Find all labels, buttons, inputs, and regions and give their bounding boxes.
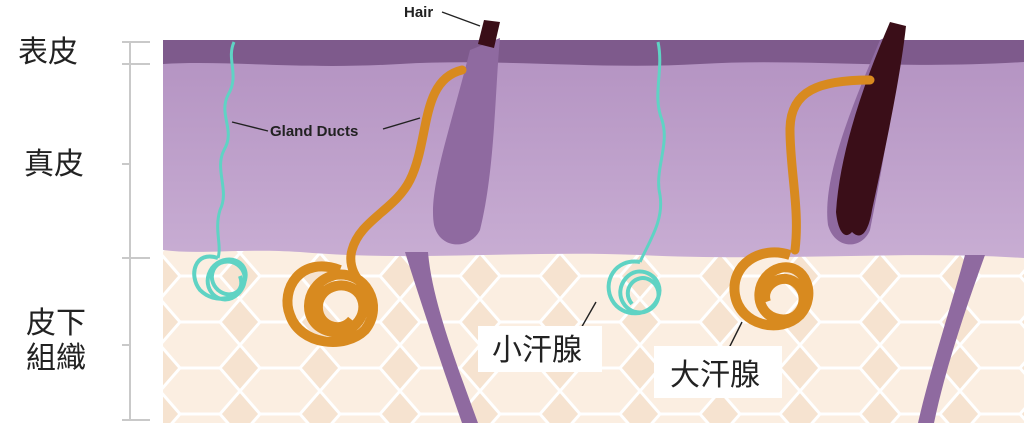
eccrine-coil-middle <box>606 259 662 316</box>
label-eccrine-gland: 小汗腺 <box>492 333 582 368</box>
label-hair: Hair <box>404 4 433 21</box>
leader-labels: Hair Gland Ducts 小汗腺 大汗腺 <box>231 4 782 398</box>
label-epidermis: 表皮 <box>18 35 78 70</box>
hair-shaft-left <box>478 20 500 48</box>
hair-follicle-left <box>432 38 500 245</box>
apocrine-coil-left <box>282 261 379 347</box>
skin-cross-section <box>163 40 1024 423</box>
layer-labels: 表皮 真皮 皮下 組織 <box>6 32 98 378</box>
label-subcutaneous-line1: 皮下 <box>26 306 86 341</box>
label-dermis: 真皮 <box>24 147 84 182</box>
gland-duct-apocrine-right <box>785 75 875 255</box>
fat-septum-left <box>405 252 478 423</box>
eccrine-gland-left <box>192 41 248 302</box>
apocrine-coil-right <box>729 247 814 331</box>
fat-septum-right <box>918 255 985 423</box>
label-apocrine-gland: 大汗腺 <box>670 358 760 393</box>
gland-duct-middle <box>638 41 666 263</box>
label-gland-ducts: Gland Ducts <box>270 123 358 140</box>
eccrine-coil-left <box>192 254 248 302</box>
epidermis-layer <box>163 40 1024 66</box>
hair-shaft-right <box>836 22 906 236</box>
eccrine-gland-middle <box>606 41 666 316</box>
label-subcutaneous-line2: 組織 <box>26 341 86 376</box>
apocrine-gland-right <box>729 22 906 331</box>
dermis-layer <box>163 52 1024 258</box>
layer-scale <box>122 41 150 421</box>
gland-duct-left <box>216 41 236 259</box>
apocrine-gland-left <box>282 20 500 347</box>
